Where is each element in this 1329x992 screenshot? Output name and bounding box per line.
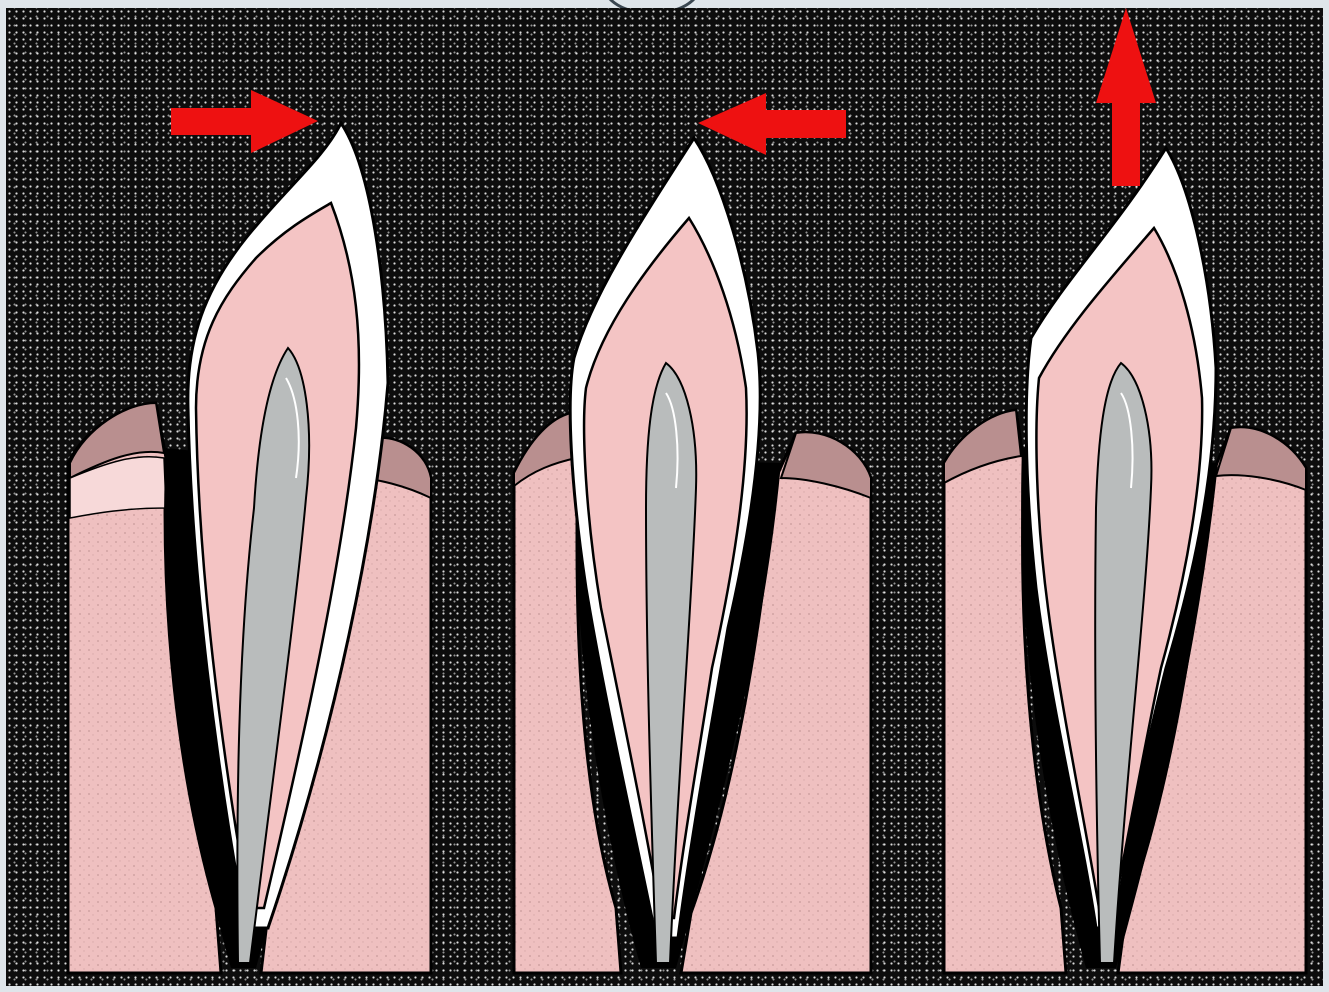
diagram-panel (6, 8, 1323, 986)
tooth-panel-3 (944, 8, 1306, 973)
tooth-panel-2 (514, 93, 871, 973)
arrow-right-icon (171, 90, 318, 153)
tooth-diagram (6, 8, 1323, 986)
tooth-panel-1 (68, 90, 431, 973)
arrow-up-icon (1096, 8, 1156, 186)
arrow-left-icon (698, 93, 846, 155)
